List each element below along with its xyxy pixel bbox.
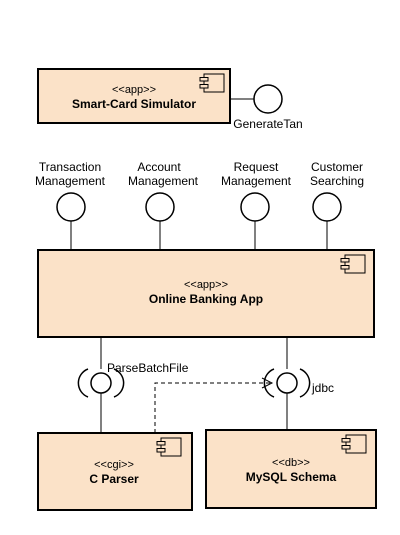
interface-customer-searching[interactable]: Customer Searching <box>310 160 364 250</box>
stereotype-label: <<app>> <box>184 279 228 291</box>
interface-label-line1: Customer <box>311 160 363 174</box>
component-icon <box>199 73 225 93</box>
interface-transaction-management[interactable]: Transaction Management <box>35 160 106 250</box>
interface-parsebatchfile[interactable]: ParseBatchFile <box>77 337 189 433</box>
component-c-parser[interactable]: <<cgi>> C Parser <box>37 432 193 511</box>
interface-account-management[interactable]: Account Management <box>128 160 199 250</box>
interface-label-line2: Management <box>128 174 199 188</box>
interface-label-line2: Searching <box>310 174 364 188</box>
stereotype-label: <<app>> <box>112 84 156 96</box>
interface-label: jdbc <box>311 381 334 395</box>
interface-request-management[interactable]: Request Management <box>221 160 292 250</box>
interface-generatetan[interactable]: GenerateTan <box>230 84 303 131</box>
interface-label-line1: Transaction <box>39 160 101 174</box>
interface-label-line2: Management <box>221 174 292 188</box>
interface-label: ParseBatchFile <box>107 361 189 375</box>
component-name: Smart-Card Simulator <box>72 97 196 111</box>
interface-label-line2: Management <box>35 174 106 188</box>
dependency-cparser-to-jdbc <box>154 377 274 433</box>
component-name: MySQL Schema <box>246 470 337 484</box>
stereotype-label: <<cgi>> <box>94 459 134 471</box>
interface-label-line1: Request <box>234 160 279 174</box>
component-icon <box>341 434 367 454</box>
interface-jdbc[interactable]: jdbc <box>263 337 334 430</box>
interface-label: GenerateTan <box>233 117 302 131</box>
stereotype-label: <<db>> <box>272 457 310 469</box>
component-online-banking-app[interactable]: <<app>> Online Banking App <box>37 249 375 338</box>
interface-label-line1: Account <box>137 160 181 174</box>
component-mysql-schema[interactable]: <<db>> MySQL Schema <box>205 429 377 509</box>
component-icon <box>340 254 366 274</box>
component-smart-card-simulator[interactable]: <<app>> Smart-Card Simulator <box>37 68 231 124</box>
component-name: Online Banking App <box>149 292 263 306</box>
component-icon <box>156 437 182 457</box>
component-name: C Parser <box>89 472 139 486</box>
